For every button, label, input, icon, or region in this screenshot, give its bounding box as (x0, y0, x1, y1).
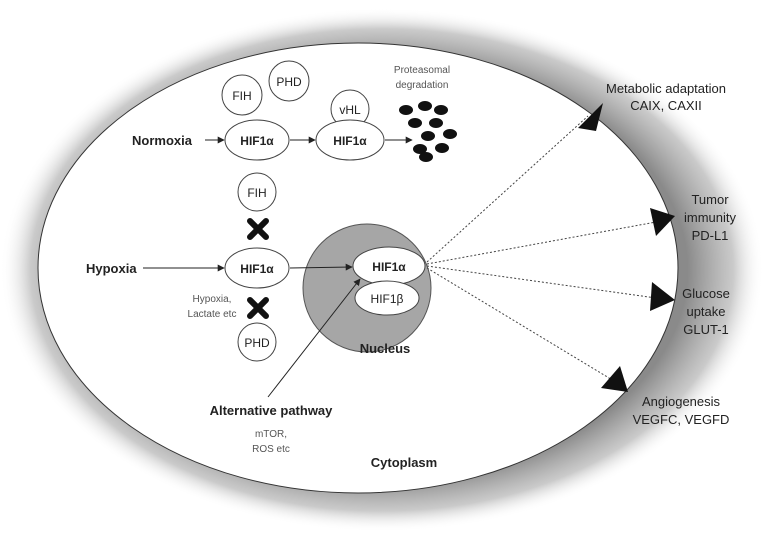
angiogenesis-label-2: VEGFC, VEGFD (633, 412, 730, 427)
angiogenesis-label-1: Angiogenesis (642, 394, 721, 409)
phd-blocked-x-icon (247, 297, 269, 319)
fragment-dot (421, 131, 435, 141)
angiogenesis-arrowhead-icon (601, 366, 628, 392)
hif1b-nucleus-node (354, 280, 420, 316)
fragment-dot (419, 152, 433, 162)
fragment-dot (434, 105, 448, 115)
hif1a-normoxia-node (224, 119, 290, 161)
phd-normoxia-label: PHD (276, 75, 302, 89)
glucose-label-3: GLUT-1 (683, 322, 729, 337)
glucose-arrowhead-icon (650, 282, 675, 311)
hif1a-normoxia-label: HIF1α (240, 134, 274, 148)
fih-blocked-x-icon (247, 218, 269, 240)
alternative-note-2: ROS etc (252, 444, 290, 455)
dotted-to-metabolic (426, 115, 589, 263)
tumor-arrowhead-icon (650, 208, 675, 236)
fragment-dot (413, 144, 427, 154)
hypoxia-note-2: Lactate etc (188, 309, 237, 320)
fragment-dot (408, 118, 422, 128)
phd-hypoxia-node (237, 322, 277, 362)
hif1a-ubiquitinated-node (315, 119, 385, 161)
fragment-dot (429, 118, 443, 128)
hypoxia-note-1: Hypoxia, (193, 294, 232, 305)
fragment-dot (443, 129, 457, 139)
hif1a-nucleus-label: HIF1α (372, 260, 406, 274)
fih-normoxia-label: FIH (232, 89, 251, 103)
metabolic-arrowhead-icon (578, 103, 603, 131)
normoxia-label: Normoxia (132, 133, 193, 148)
dotted-to-tumor (426, 221, 657, 265)
output-dotted-lines (426, 115, 657, 382)
proteasome-fragments (399, 101, 457, 162)
vhl-label: vHL (339, 103, 361, 117)
hif1a-hypoxia-node (224, 247, 290, 289)
alternative-pathway-arrow (267, 278, 361, 398)
cytoplasm-label: Cytoplasm (371, 455, 437, 470)
metabolic-label-2: CAIX, CAXII (630, 98, 702, 113)
hypoxia-label: Hypoxia (86, 261, 137, 276)
dotted-to-glucose (426, 265, 657, 299)
proteasomal-label-2: degradation (396, 80, 449, 91)
fih-hypoxia-label: FIH (247, 186, 266, 200)
phd-hypoxia-label: PHD (244, 336, 270, 350)
dotted-to-angiogenesis (426, 267, 615, 382)
hif1a-hypoxia-label: HIF1α (240, 262, 274, 276)
fragment-dot (435, 143, 449, 153)
fragment-dot (399, 105, 413, 115)
hif1a-ubiquitinated-label: HIF1α (333, 134, 367, 148)
hif1b-nucleus-label: HIF1β (371, 292, 404, 306)
alternative-note-1: mTOR, (255, 429, 287, 440)
proteasomal-label-1: Proteasomal (394, 65, 450, 76)
fragment-dot (418, 101, 432, 111)
tumor-label-2: immunity (684, 210, 737, 225)
nucleus-label: Nucleus (360, 341, 411, 356)
glucose-label-1: Glucose (682, 286, 730, 301)
alternative-pathway-label: Alternative pathway (210, 403, 334, 418)
tumor-label-3: PD-L1 (692, 228, 729, 243)
hypoxia-arrow-nucleus (289, 263, 353, 271)
tumor-label-1: Tumor (691, 192, 729, 207)
fih-hypoxia-node (237, 172, 277, 212)
glucose-label-2: uptake (686, 304, 725, 319)
fih-normoxia-node (221, 74, 263, 116)
metabolic-label-1: Metabolic adaptation (606, 81, 726, 96)
phd-normoxia-node (268, 60, 310, 102)
